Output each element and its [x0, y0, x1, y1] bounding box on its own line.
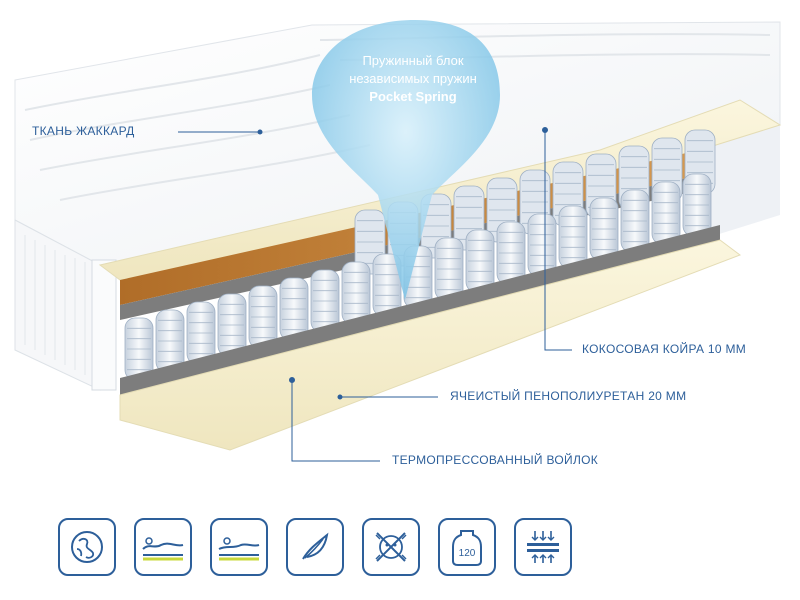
spring-coil: [465, 229, 495, 293]
spring-coil: [217, 293, 247, 357]
spring-coil: [310, 269, 340, 333]
spring-coil: [558, 205, 588, 269]
callout-bubble: [312, 20, 500, 300]
felt-bottom-layer: [120, 225, 720, 395]
label-foam: ЯЧЕИСТЫЙ ПЕНОПОЛИУРЕТАН 20 ММ: [450, 389, 687, 403]
spring-coil: [496, 221, 526, 285]
spring-coil: [682, 173, 712, 237]
label-fabric: ТКАНЬ ЖАККАРД: [32, 124, 135, 138]
spring-block: [124, 129, 716, 381]
bubble-text: Пружинный блок независимых пружин Pocket…: [318, 52, 508, 106]
spring-coil: [341, 261, 371, 325]
spring-coil: [186, 301, 216, 365]
body-rest-icon: [210, 518, 268, 576]
layers-pressure-icon: [514, 518, 572, 576]
label-coconut: КОКОСОВАЯ КОЙРА 10 ММ: [582, 342, 747, 356]
body-support-icon: [134, 518, 192, 576]
spring-coil: [589, 197, 619, 261]
spring-coil: [124, 317, 154, 381]
spring-coil: [248, 285, 278, 349]
bubble-line-2: независимых пружин: [349, 71, 477, 86]
leaf-icon: [286, 518, 344, 576]
spring-coil: [651, 181, 681, 245]
bottom-foam-layer: [119, 239, 742, 451]
weight-120-text: 120: [459, 548, 476, 559]
spring-coil: [279, 277, 309, 341]
bubble-line-1: Пружинный блок: [362, 53, 464, 68]
feature-icons-row: 120: [58, 518, 578, 580]
mattress-side: [14, 219, 117, 391]
spring-coil: [527, 213, 557, 277]
weight-120-icon: 120: [438, 518, 496, 576]
label-felt: ТЕРМОПРЕССОВАННЫЙ ВОЙЛОК: [392, 453, 599, 467]
leader-lines: [178, 127, 572, 462]
spring-coil: [372, 253, 402, 317]
spring-coil: [434, 237, 464, 301]
spring-coil: [620, 189, 650, 253]
spring-coil: [155, 309, 185, 373]
bubble-line-3: Pocket Spring: [369, 89, 457, 104]
no-allergy-icon: [362, 518, 420, 576]
globe-icon: [58, 518, 116, 576]
mattress-illustration: [14, 20, 782, 462]
